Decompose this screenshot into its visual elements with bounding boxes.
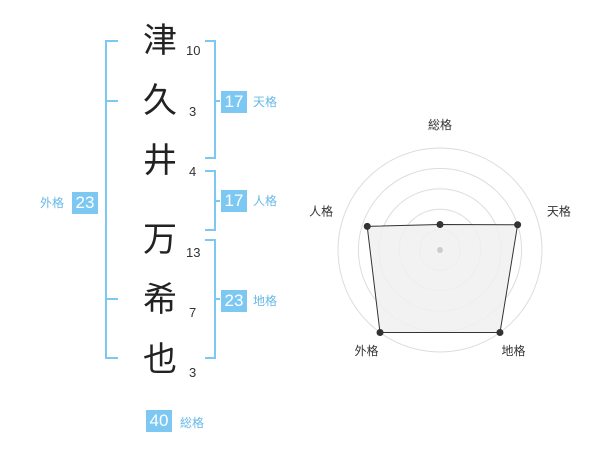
name-char-5: 希 [143,280,177,320]
stroke-count-4: 13 [186,245,201,260]
gaikaku-bracket [105,40,118,359]
tenkaku-label: 天格 [253,95,278,109]
radar-polygon [366,223,519,333]
soukaku-value: 40 [146,410,172,432]
tenkaku-value: 17 [221,91,247,113]
radar-point [376,329,384,337]
radar-shape [363,221,522,337]
radar-axis-label: 総格 [428,117,452,132]
radar-center-dot [437,247,443,253]
radar-axis-label: 天格 [547,203,571,218]
name-char-3: 井 [143,141,177,181]
chikaku-value: 23 [221,290,247,312]
gaikaku-value: 23 [72,192,98,214]
stroke-count-2: 3 [189,104,197,119]
radar-point [496,329,504,337]
name-char-1: 津 [143,21,177,61]
chikaku-label: 地格 [253,294,278,308]
name-char-2: 久 [143,81,177,121]
stroke-count-3: 4 [189,164,197,179]
stroke-count-6: 3 [189,365,197,380]
name-char-6: 也 [143,340,177,380]
radar-point [514,221,522,229]
name-char-4: 万 [143,220,177,260]
soukaku-label: 総格 [180,416,205,430]
radar-point [436,221,444,228]
radar-axis-label: 人格 [309,203,333,218]
tenkaku-bracket [205,40,216,159]
jinkaku-value: 17 [221,190,247,212]
radar-axis-label: 外格 [354,343,378,358]
stroke-count-5: 7 [189,305,197,320]
jinkaku-label: 人格 [253,194,278,208]
radar-grid-ring [337,147,543,353]
radar-axis-label: 地格 [501,343,525,358]
radar-point [363,222,371,230]
stroke-count-1: 10 [186,43,201,58]
gaikaku-label: 外格 [40,196,65,210]
